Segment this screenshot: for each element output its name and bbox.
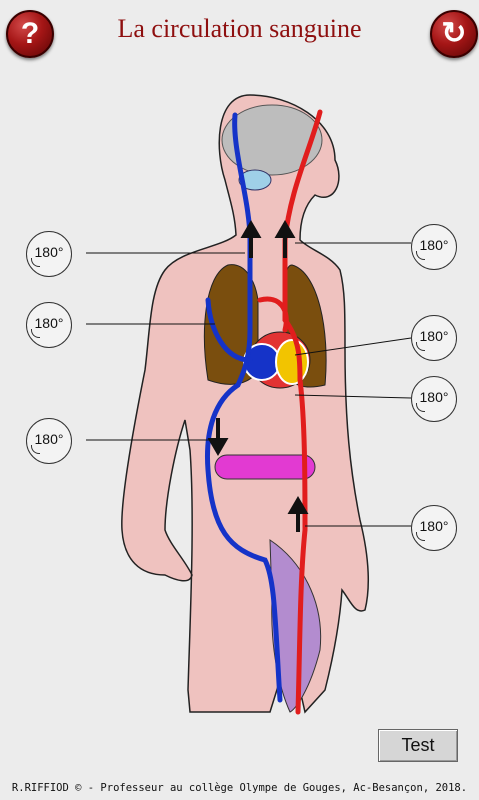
rotate-icon	[31, 329, 40, 338]
body-silhouette	[121, 94, 370, 714]
brain	[221, 104, 323, 176]
rotate-icon	[416, 532, 425, 541]
dial-label: 180°	[34, 244, 64, 260]
rotation-dial-7[interactable]: 180°	[411, 505, 457, 551]
dial-label: 180°	[34, 315, 64, 331]
rotation-dial-1[interactable]: 180°	[26, 231, 72, 277]
dial-label: 180°	[419, 328, 449, 344]
rotate-icon	[416, 342, 425, 351]
rotate-icon	[416, 403, 425, 412]
dial-label: 180°	[419, 389, 449, 405]
rotation-dial-2[interactable]: 180°	[26, 302, 72, 348]
pointer-lines	[86, 242, 412, 527]
refresh-button[interactable]: ↻	[430, 10, 478, 58]
top-bar: ? La circulation sanguine ↻	[0, 0, 479, 62]
dial-label: 180°	[419, 237, 449, 253]
dial-label: 180°	[419, 518, 449, 534]
rotation-dial-6[interactable]: 180°	[411, 376, 457, 422]
rotation-dial-5[interactable]: 180°	[411, 315, 457, 361]
intestine	[214, 454, 316, 480]
flow-arrows	[207, 220, 309, 532]
question-icon: ?	[20, 17, 40, 50]
rotate-icon	[31, 445, 40, 454]
rotation-dial-4[interactable]: 180°	[411, 224, 457, 270]
muscle	[269, 539, 322, 713]
rotate-icon	[31, 258, 40, 267]
rotate-icon	[416, 251, 425, 260]
help-button[interactable]: ?	[6, 10, 54, 58]
page-title: La circulation sanguine	[117, 14, 362, 43]
dial-label: 180°	[34, 431, 64, 447]
footer-credit: R.RIFFIOD © - Professeur au collège Olym…	[11, 782, 468, 794]
refresh-icon: ↻	[441, 17, 467, 50]
rotation-dial-3[interactable]: 180°	[26, 418, 72, 464]
veins	[204, 112, 283, 703]
test-button[interactable]: Test	[378, 729, 458, 762]
